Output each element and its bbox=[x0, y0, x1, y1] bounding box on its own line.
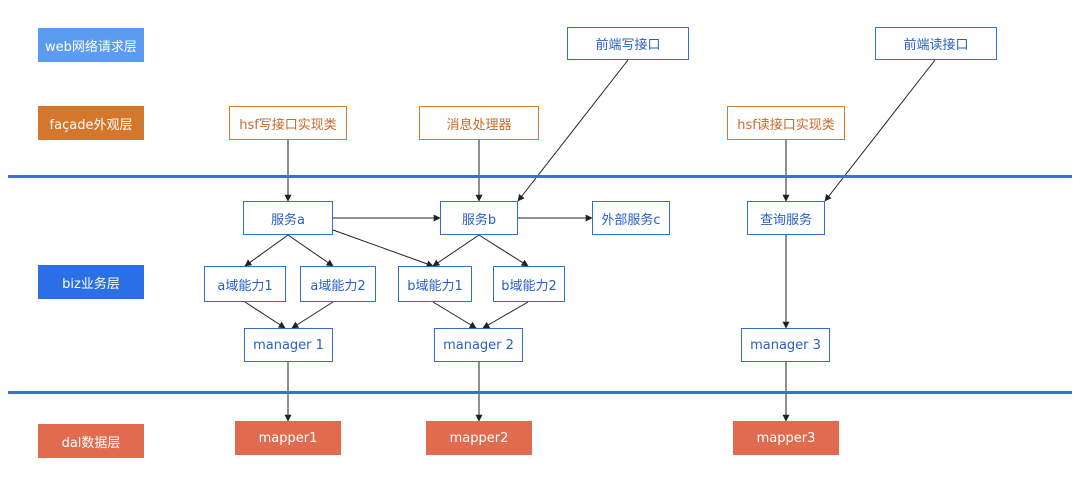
manager-1: manager 1 bbox=[244, 328, 333, 362]
layer-label-facade: façade外观层 bbox=[38, 106, 144, 140]
capability-a1: a域能力1 bbox=[204, 266, 286, 302]
capability-b2: b域能力2 bbox=[493, 266, 565, 302]
message-handler: 消息处理器 bbox=[419, 106, 539, 140]
arrow-service-a-to-b1 bbox=[332, 229, 434, 268]
manager-2: manager 2 bbox=[434, 328, 523, 362]
mapper-2: mapper2 bbox=[426, 421, 532, 455]
arrow-service-a-to-a2 bbox=[287, 234, 334, 267]
frontend-read-interface: 前端读接口 bbox=[875, 27, 997, 60]
capability-a2: a域能力2 bbox=[300, 266, 376, 302]
arrow-service-a-to-a1 bbox=[244, 234, 289, 267]
arrow-service-b-to-b2 bbox=[478, 234, 529, 267]
external-service-c: 外部服务c bbox=[592, 201, 670, 235]
layer-label-dal: dal数据层 bbox=[38, 424, 144, 458]
divider-bottom bbox=[8, 391, 1072, 394]
query-service: 查询服务 bbox=[747, 201, 825, 235]
arrow-service-b-to-b1 bbox=[432, 234, 480, 267]
hsf-read-impl: hsf读接口实现类 bbox=[727, 106, 845, 140]
frontend-write-interface: 前端写接口 bbox=[567, 27, 689, 60]
arrow-a2-to-manager1 bbox=[291, 301, 334, 329]
service-b: 服务b bbox=[440, 201, 518, 235]
arrow-b2-to-manager2 bbox=[482, 301, 529, 329]
capability-b1: b域能力1 bbox=[398, 266, 472, 302]
manager-3: manager 3 bbox=[741, 328, 830, 362]
mapper-1: mapper1 bbox=[235, 421, 341, 455]
layer-label-web: web网络请求层 bbox=[38, 28, 144, 62]
service-a: 服务a bbox=[243, 201, 333, 235]
arrow-b1-to-manager2 bbox=[432, 301, 477, 329]
hsf-write-impl: hsf写接口实现类 bbox=[229, 106, 347, 140]
arrow-a1-to-manager1 bbox=[244, 301, 286, 329]
divider-top bbox=[8, 175, 1072, 178]
mapper-3: mapper3 bbox=[733, 421, 839, 455]
layer-label-biz: biz业务层 bbox=[38, 265, 144, 299]
